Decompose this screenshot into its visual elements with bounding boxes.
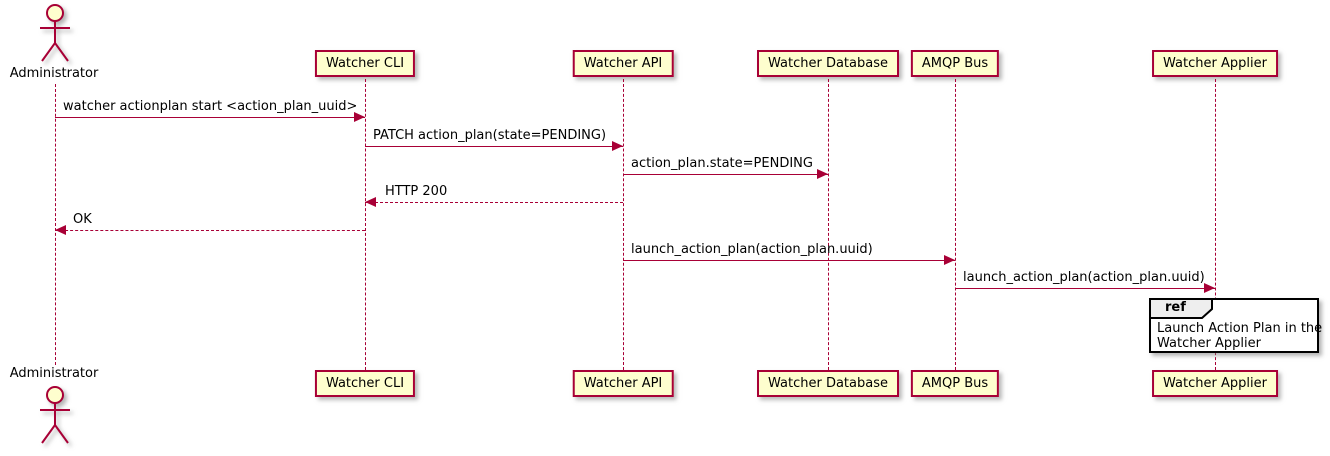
arrowhead-right-icon: [944, 255, 955, 265]
message-label: launch_action_plan(action_plan.uuid): [963, 270, 1205, 285]
participant-watcher-database-bottom: Watcher Database: [757, 370, 899, 397]
arrowhead-right-icon: [1204, 283, 1215, 293]
participant-watcher-applier-bottom: Watcher Applier: [1152, 370, 1278, 397]
message-line: [955, 288, 1215, 289]
message-line: [55, 117, 365, 118]
ref-text-line: Launch Action Plan in the: [1157, 321, 1323, 336]
message-line: [623, 174, 828, 175]
message-label: action_plan.state=PENDING: [631, 156, 813, 171]
lifeline-amqp-bus: [955, 79, 956, 370]
message-label: launch_action_plan(action_plan.uuid): [631, 242, 873, 257]
message-line: [623, 260, 955, 261]
lifeline-administrator: [55, 84, 56, 365]
actor-icon: [40, 4, 70, 62]
arrowhead-left-icon: [55, 225, 66, 235]
message-label: OK: [73, 212, 92, 227]
participant-amqp-bus-top: AMQP Bus: [910, 50, 1000, 77]
message-label: watcher actionplan start <action_plan_uu…: [63, 99, 358, 114]
arrowhead-right-icon: [612, 141, 623, 151]
lifeline-watcher-cli: [365, 79, 366, 370]
arrowhead-right-icon: [354, 112, 365, 122]
actor-label-administrator-bottom: Administrator: [9, 366, 99, 381]
message-line: [55, 230, 365, 231]
arrowhead-left-icon: [365, 197, 376, 207]
message-label: PATCH action_plan(state=PENDING): [373, 128, 607, 143]
lifeline-watcher-applier: [1215, 79, 1216, 370]
arrowhead-right-icon: [817, 169, 828, 179]
lifeline-watcher-api: [623, 79, 624, 370]
participant-watcher-api-bottom: Watcher API: [572, 370, 674, 397]
ref-text-line: Watcher Applier: [1157, 336, 1261, 351]
message-line: [365, 202, 623, 203]
participant-amqp-bus-bottom: AMQP Bus: [910, 370, 1000, 397]
participant-watcher-database-top: Watcher Database: [757, 50, 899, 77]
ref-fragment: ref Launch Action Plan in the Watcher Ap…: [1149, 298, 1322, 353]
ref-header-pentagon-icon: [1149, 298, 1213, 319]
ref-text: Launch Action Plan in the Watcher Applie…: [1157, 321, 1322, 351]
message-label: HTTP 200: [385, 184, 448, 199]
actor-icon-bottom: [40, 386, 70, 444]
actor-label-administrator: Administrator: [9, 66, 99, 81]
participant-watcher-api-top: Watcher API: [572, 50, 674, 77]
participant-watcher-cli-bottom: Watcher CLI: [314, 370, 416, 397]
participant-watcher-cli-top: Watcher CLI: [314, 50, 416, 77]
ref-keyword: ref: [1165, 300, 1186, 315]
message-line: [365, 146, 623, 147]
participant-watcher-applier-top: Watcher Applier: [1152, 50, 1278, 77]
lifeline-watcher-database: [828, 79, 829, 370]
